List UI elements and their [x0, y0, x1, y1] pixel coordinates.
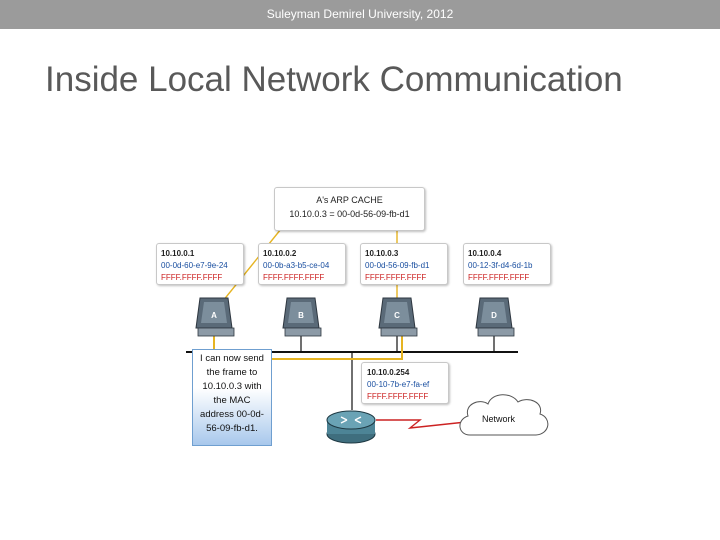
- host-broadcast: FFFF.FFFF.FFFF: [468, 273, 530, 282]
- callout-line: 56-09-fb-d1.: [206, 423, 258, 434]
- router-ip: 10.10.0.254: [367, 368, 410, 377]
- callout-line: the MAC: [213, 395, 251, 406]
- pc-b: B: [282, 297, 322, 337]
- host-mac: 00-12-3f-d4-6d-1b: [468, 261, 533, 270]
- host-broadcast: FFFF.FFFF.FFFF: [263, 273, 325, 282]
- router-box: 10.10.0.254 00-10-7b-e7-fa-ef FFFF.FFFF.…: [361, 362, 449, 404]
- cloud-label: Network: [482, 414, 516, 424]
- pc-c: C: [378, 297, 418, 337]
- pc-c-label: C: [394, 311, 400, 320]
- frame-path: [213, 336, 403, 360]
- pc-b-label: B: [298, 311, 304, 320]
- callout-line: 10.10.0.3 with: [202, 381, 262, 392]
- host-b-box: 10.10.0.2 00-0b-a3-b5-ce-04 FFFF.FFFF.FF…: [258, 243, 346, 285]
- host-broadcast: FFFF.FFFF.FFFF: [365, 273, 427, 282]
- host-c-box: 10.10.0.3 00-0d-56-09-fb-d1 FFFF.FFFF.FF…: [360, 243, 448, 285]
- host-ip: 10.10.0.2: [263, 249, 297, 258]
- host-ip: 10.10.0.4: [468, 249, 502, 258]
- callout-line: address 00-0d-: [200, 409, 264, 420]
- host-broadcast: FFFF.FFFF.FFFF: [161, 273, 223, 282]
- host-ip: 10.10.0.1: [161, 249, 195, 258]
- pc-a: A: [195, 297, 235, 337]
- host-mac: 00-0d-56-09-fb-d1: [365, 261, 430, 270]
- pc-d-label: D: [491, 311, 497, 320]
- router-icon: [326, 410, 376, 444]
- callout-line: the frame to: [206, 367, 258, 378]
- pc-d: D: [475, 297, 515, 337]
- header-text: Suleyman Demirel University, 2012: [266, 7, 454, 21]
- host-mac: 00-0d-60-e7-9e-24: [161, 261, 228, 270]
- host-ip: 10.10.0.3: [365, 249, 399, 258]
- arp-cache-box: A's ARP CACHE 10.10.0.3 = 00-0d-56-09-fb…: [274, 187, 425, 231]
- host-mac: 00-0b-a3-b5-ce-04: [263, 261, 330, 270]
- pc-a-label: A: [211, 311, 217, 320]
- network-cloud-icon: [459, 394, 549, 436]
- header-bar: [0, 0, 720, 29]
- router-broadcast: FFFF.FFFF.FFFF: [367, 392, 429, 401]
- callout-box: I can now send the frame to 10.10.0.3 wi…: [192, 349, 272, 446]
- arp-cache-title: A's ARP CACHE: [316, 195, 383, 205]
- router-mac: 00-10-7b-e7-fa-ef: [367, 380, 430, 389]
- slide-title: Inside Local Network Communication: [45, 60, 623, 99]
- callout-line: I can now send: [200, 353, 264, 364]
- arp-cache-entry: 10.10.0.3 = 00-0d-56-09-fb-d1: [289, 209, 410, 219]
- host-a-box: 10.10.0.1 00-0d-60-e7-9e-24 FFFF.FFFF.FF…: [156, 243, 244, 285]
- wan-link: [376, 419, 467, 429]
- host-d-box: 10.10.0.4 00-12-3f-d4-6d-1b FFFF.FFFF.FF…: [463, 243, 551, 285]
